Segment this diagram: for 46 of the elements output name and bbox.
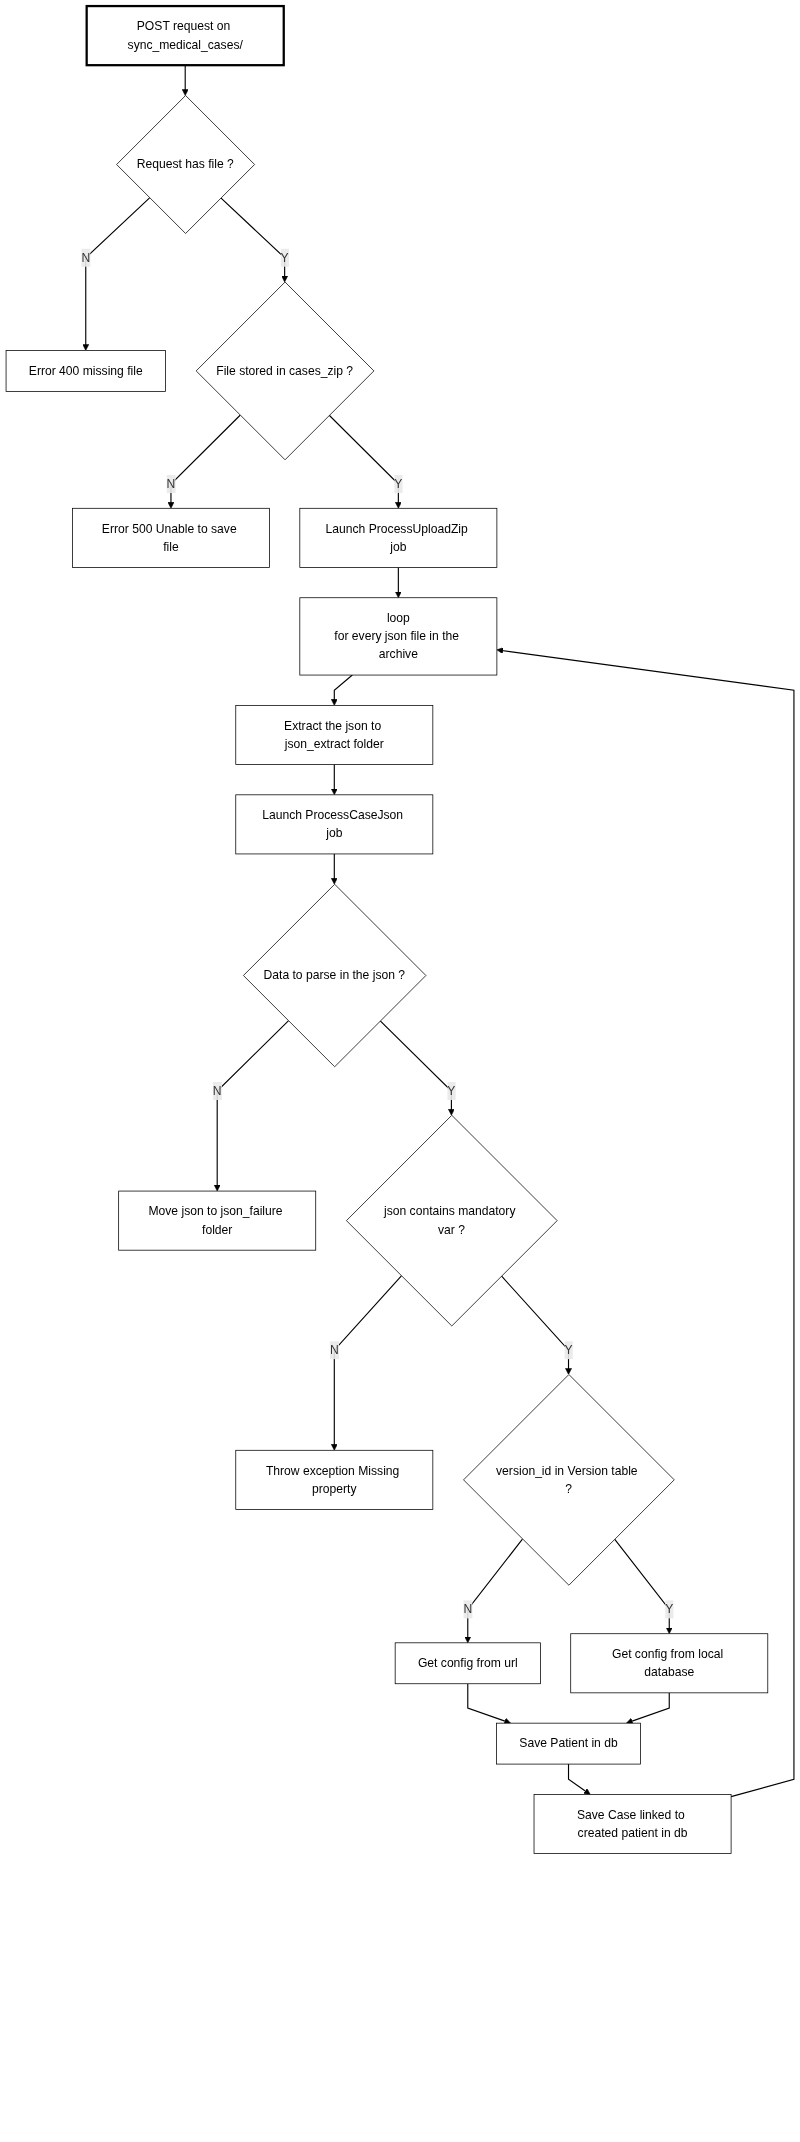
node-box: Save Case linked to created patient in db <box>533 1794 732 1854</box>
arrow <box>464 1538 523 1644</box>
arrow <box>328 414 402 509</box>
node-box: Launch ProcessUploadZip job <box>299 507 498 568</box>
node-box: Extract the json to json_extract folder <box>235 705 434 765</box>
node-box: Move json to json_failure folder <box>118 1190 317 1251</box>
arrow <box>500 1275 572 1375</box>
arrow <box>213 1020 289 1192</box>
arrow <box>82 197 151 351</box>
edge-label: N <box>212 1084 222 1098</box>
arrow <box>330 1275 402 1451</box>
node-box: Error 400 missing file <box>5 350 166 392</box>
edge-label: Y <box>665 1602 674 1616</box>
arrow <box>496 647 795 1798</box>
arrow <box>626 1692 670 1725</box>
node-box: Get config from url <box>394 1642 541 1685</box>
arrow <box>467 1683 511 1725</box>
edge-label: Y <box>447 1084 456 1098</box>
edge-label: N <box>166 477 176 491</box>
arrow <box>379 1020 455 1116</box>
node-box: Launch ProcessCaseJson job <box>235 794 434 855</box>
node-box: Error 500 Unable to save file <box>72 507 270 568</box>
arrow <box>567 1763 591 1795</box>
node-box: Get config from local database <box>570 1633 769 1694</box>
node-diamond: Data to parse in the json ? <box>243 883 427 1068</box>
edge-label: Y <box>564 1343 573 1357</box>
node-diamond: File stored in cases_zip ? <box>195 281 375 461</box>
arrow <box>220 197 288 283</box>
node-box: Save Patient in db <box>496 1722 641 1765</box>
node-box: Throw exception Missing property <box>235 1449 434 1510</box>
arrow <box>614 1538 673 1634</box>
node-diamond: Request has file ? <box>116 95 255 234</box>
node-diamond: version_id in Version table ? <box>463 1374 675 1586</box>
node-box: loop for every json file in the archive <box>299 597 498 676</box>
arrow <box>330 853 338 885</box>
node-diamond: json contains mandatory var ? <box>346 1114 558 1327</box>
edge-label: N <box>463 1602 473 1616</box>
arrow <box>330 674 353 706</box>
edge-label: N <box>81 250 91 264</box>
edge-label: Y <box>394 477 403 491</box>
arrow <box>167 414 241 509</box>
edge-label: Y <box>280 250 289 264</box>
arrow <box>330 763 338 796</box>
edge-label: N <box>329 1343 339 1357</box>
node-box: POST request on sync_medical_cases/ <box>85 4 285 67</box>
arrow <box>395 566 402 599</box>
